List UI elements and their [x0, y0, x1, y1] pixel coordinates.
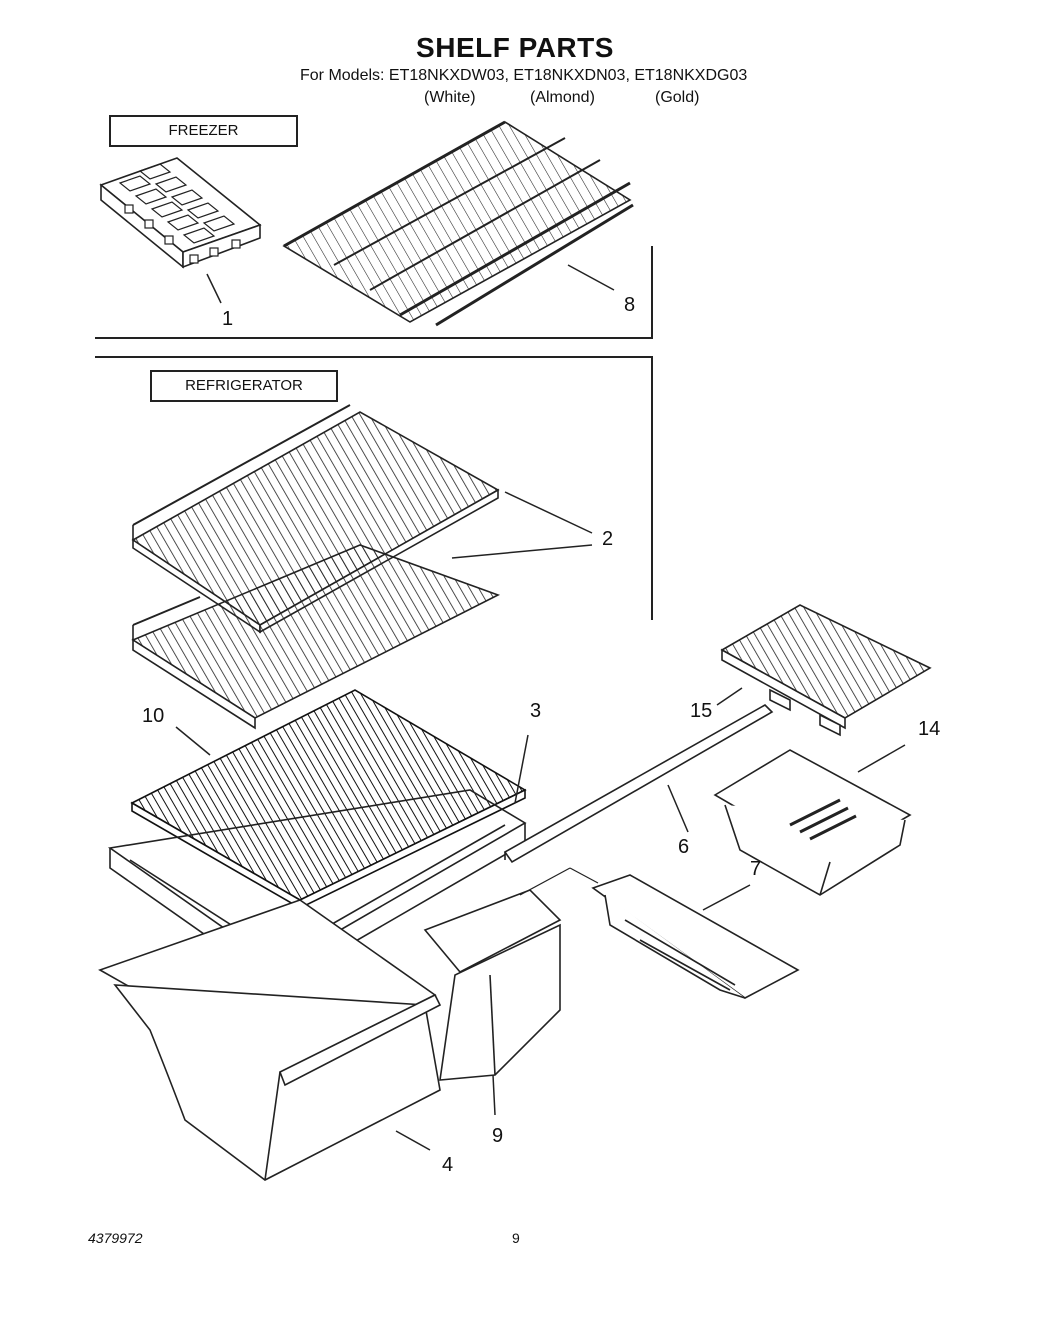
leader-line-7 — [702, 884, 751, 911]
freezer-wire-shelf-part — [282, 120, 634, 327]
variant-gold: (Gold) — [655, 89, 700, 106]
callout-1: 1 — [222, 308, 234, 330]
leader-line-2a — [504, 491, 593, 534]
document-number: 4379972 — [88, 1230, 143, 1246]
crisper-drawer-large-part — [98, 899, 442, 1181]
leader-line-3-rail — [519, 867, 571, 896]
page-number: 9 — [512, 1230, 520, 1246]
freezer-label: FREEZER — [109, 115, 298, 147]
leader-line-8 — [567, 264, 615, 291]
callout-6: 6 — [678, 836, 690, 858]
rail-part — [503, 704, 774, 864]
leader-line-3 — [514, 734, 529, 804]
leader-line-4 — [395, 1130, 431, 1151]
small-glass-shelf-part — [720, 604, 932, 737]
callout-3: 3 — [530, 700, 542, 722]
leader-line-10 — [175, 726, 211, 756]
callout-9: 9 — [492, 1125, 504, 1147]
callout-7: 7 — [750, 858, 762, 880]
leader-line-2b — [451, 544, 593, 559]
crisper-cover-grid-part — [130, 689, 527, 910]
callout-10: 10 — [142, 705, 165, 727]
bracket-cover-part — [591, 874, 800, 999]
freezer-frame — [95, 246, 653, 339]
callout-15: 15 — [690, 700, 713, 722]
variant-almond: (Almond) — [530, 89, 595, 106]
ice-tray-part — [99, 157, 262, 269]
callout-8: 8 — [624, 294, 636, 316]
callout-4: 4 — [442, 1154, 454, 1176]
callout-2: 2 — [602, 528, 614, 550]
leader-line-1 — [206, 273, 222, 304]
glass-shelf-lower-part — [131, 544, 501, 730]
refrigerator-frame — [95, 356, 653, 620]
leader-line-14 — [857, 744, 906, 773]
models-line: For Models: ET18NKXDW03, ET18NKXDN03, ET… — [300, 67, 748, 84]
page-title: SHELF PARTS — [416, 32, 614, 63]
crisper-drawer-small-part — [423, 889, 562, 1081]
leader-line-15 — [716, 687, 743, 706]
leader-line-9 — [492, 1074, 496, 1116]
refrigerator-label: REFRIGERATOR — [150, 370, 338, 402]
deli-drawer-part — [713, 749, 912, 896]
callout-14: 14 — [918, 718, 941, 740]
variant-white: (White) — [424, 89, 476, 106]
leader-line-6 — [667, 784, 689, 833]
